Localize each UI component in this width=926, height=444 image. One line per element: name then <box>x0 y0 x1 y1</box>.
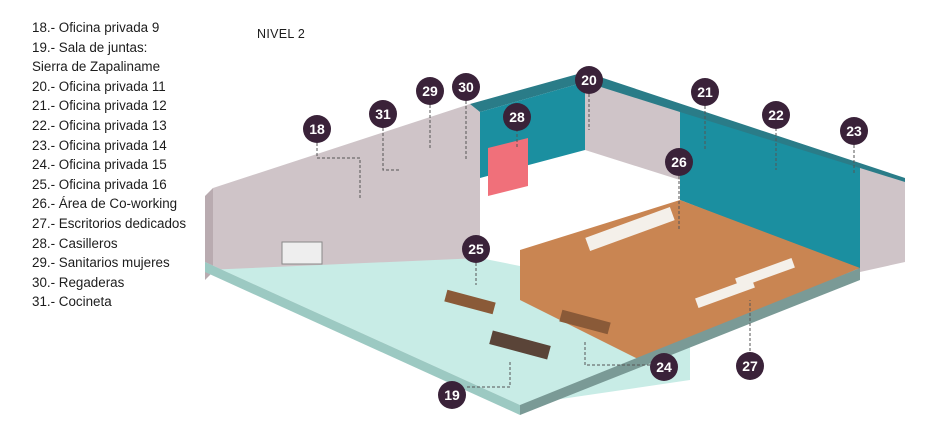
legend-list: 18.- Oficina privada 9 19.- Sala de junt… <box>32 18 186 312</box>
legend-item: 26.- Área de Co-working <box>32 196 178 212</box>
legend-item: 19.- Sala de juntas: <box>32 39 148 55</box>
badge-21: 21 <box>691 78 719 106</box>
legend-item: 20.- Oficina privada 11 <box>32 78 166 94</box>
leader-24 <box>584 340 650 366</box>
badge-28: 28 <box>503 103 531 131</box>
legend-item: 30.- Regaderas <box>32 274 125 290</box>
legend-item: 25.- Oficina privada 16 <box>32 176 167 192</box>
office-desk <box>444 289 496 315</box>
svg-text:24: 24 <box>656 359 672 375</box>
svg-text:21: 21 <box>697 84 713 100</box>
svg-text:20: 20 <box>581 72 597 88</box>
legend-item: 28.- Casilleros <box>32 235 118 251</box>
office-23-wall <box>860 168 905 272</box>
svg-text:23: 23 <box>846 123 862 139</box>
left-back-wall <box>213 104 480 270</box>
badge-27: 27 <box>736 352 764 380</box>
level-title: NIVEL 2 <box>257 27 306 41</box>
svg-text:18: 18 <box>309 121 325 137</box>
svg-text:28: 28 <box>509 109 525 125</box>
svg-text:29: 29 <box>422 83 438 99</box>
svg-text:22: 22 <box>768 107 784 123</box>
legend-item: 29.- Sanitarios mujeres <box>32 255 170 271</box>
svg-text:26: 26 <box>671 154 687 170</box>
leader-19 <box>467 360 511 388</box>
badge-23: 23 <box>840 117 868 145</box>
svg-text:27: 27 <box>742 358 758 374</box>
legend-item: 31.- Cocineta <box>32 294 112 310</box>
badge-29: 29 <box>416 77 444 105</box>
legend-item: 23.- Oficina privada 14 <box>32 137 167 153</box>
left-side-wall <box>205 188 213 280</box>
bathtub <box>281 241 323 265</box>
badge-31: 30 <box>452 73 480 101</box>
svg-text:25: 25 <box>468 241 484 257</box>
badge-25: 25 <box>462 235 490 263</box>
meeting-table <box>489 330 551 360</box>
legend-item: 27.- Escritorios dedicados <box>32 215 187 231</box>
lockers <box>488 138 528 196</box>
leader-18 <box>316 143 361 200</box>
leader-30 <box>382 128 400 171</box>
badge-20: 20 <box>575 66 603 94</box>
legend-item: 22.- Oficina privada 13 <box>32 117 167 133</box>
floor-edge <box>205 262 520 415</box>
legend-item: 24.- Oficina privada 15 <box>32 157 167 173</box>
badge-24: 24 <box>650 353 678 381</box>
office-20-wall <box>585 82 680 180</box>
legend-item: 21.- Oficina privada 12 <box>32 98 167 114</box>
dedicated-desk <box>695 278 755 308</box>
offices-teal-wall <box>680 112 860 270</box>
office-desk <box>559 309 611 335</box>
badge-19: 19 <box>438 381 466 409</box>
svg-text:30: 30 <box>458 79 474 95</box>
svg-text:19: 19 <box>444 387 460 403</box>
badge-30: 31 <box>369 100 397 128</box>
legend-item: Sierra de Zapalinamе <box>32 59 161 75</box>
badge-26: 26 <box>665 148 693 176</box>
badge-22: 22 <box>762 101 790 129</box>
svg-text:31: 31 <box>375 106 391 122</box>
badge-18: 18 <box>303 115 331 143</box>
legend-item: 18.- Oficina privada 9 <box>32 20 160 35</box>
coworking-table <box>585 207 675 251</box>
floor-edge-right <box>520 268 860 415</box>
